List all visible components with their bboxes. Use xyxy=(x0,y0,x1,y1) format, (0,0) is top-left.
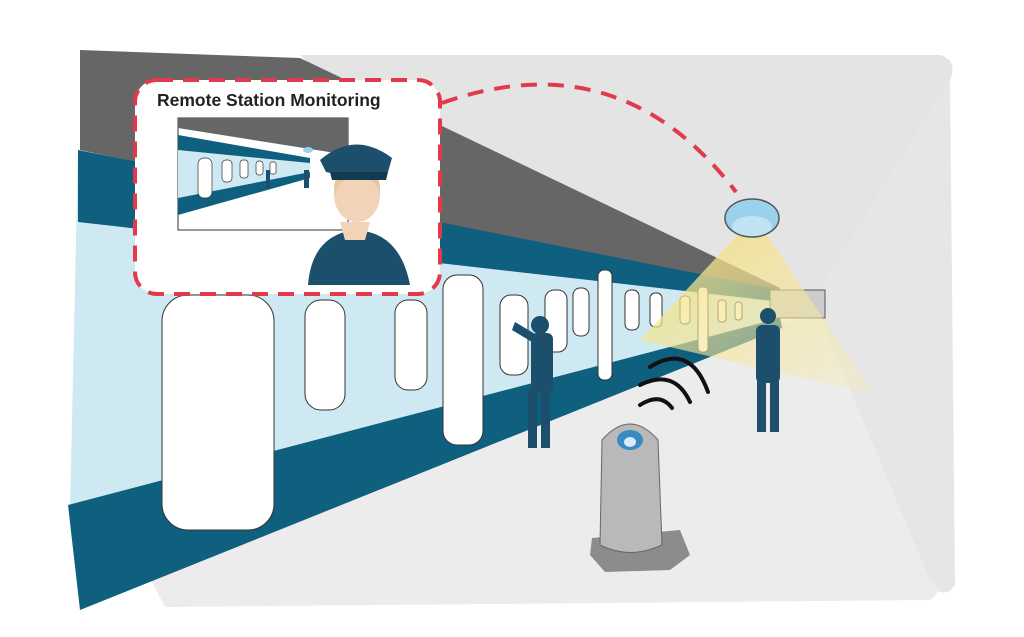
camera-light-beam xyxy=(640,232,875,395)
robot-kiosk-icon xyxy=(590,423,690,572)
train-window xyxy=(394,299,428,391)
train-bottom-stripe xyxy=(68,318,782,610)
passenger-standing xyxy=(756,308,780,432)
station-officer-icon xyxy=(308,144,410,285)
remote-link-line xyxy=(441,82,738,194)
platform-floor xyxy=(120,318,938,607)
train-door xyxy=(161,294,275,531)
train-window xyxy=(624,289,640,331)
ceiling xyxy=(300,55,953,290)
train-window xyxy=(572,287,590,337)
passenger-waving xyxy=(512,316,553,448)
train-window xyxy=(304,299,346,411)
wifi-signal-icon xyxy=(638,356,710,410)
ceiling-camera-icon xyxy=(724,198,780,238)
callout-title: Remote Station Monitoring xyxy=(157,90,381,110)
right-wall xyxy=(820,80,955,593)
train-door xyxy=(442,274,484,446)
remote-monitoring-callout xyxy=(133,78,442,296)
train-door xyxy=(597,269,613,381)
